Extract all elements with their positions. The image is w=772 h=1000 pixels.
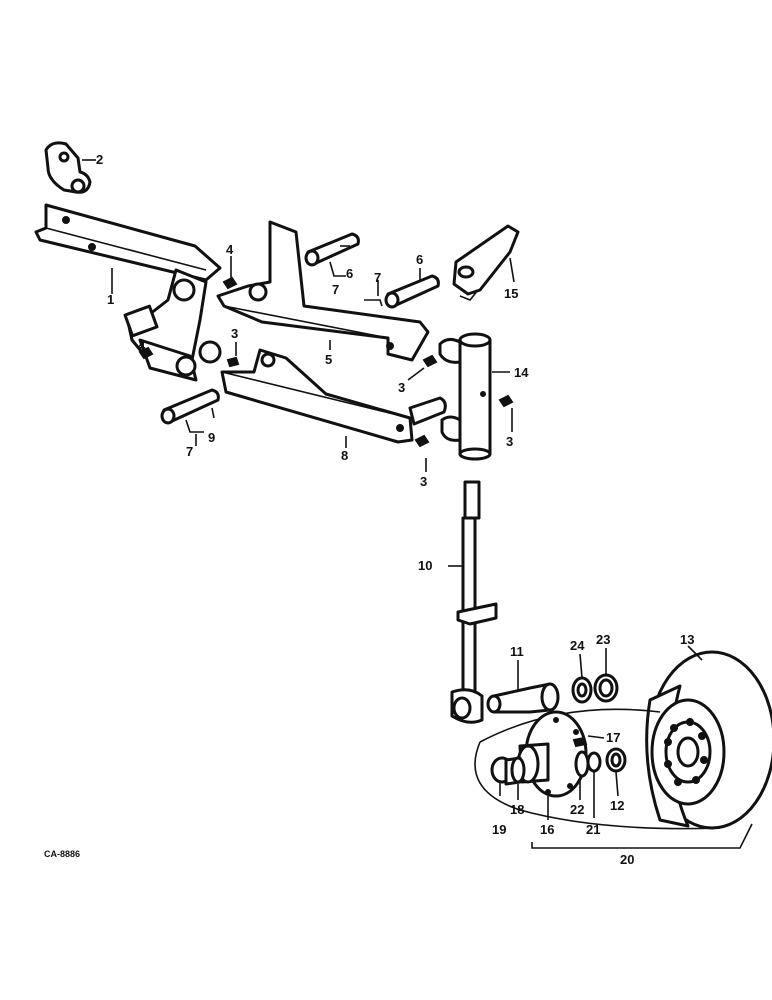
part-3-bolt (226, 354, 514, 448)
callout-labels: 2 1 4 4 6 6 7 7 7 15 3 3 3 3 5 14 9 8 10… (44, 152, 694, 867)
part-17-bolt (572, 736, 588, 748)
part-13-wheel (474, 650, 772, 830)
callout-4: 4 (138, 338, 146, 353)
part-16-hub (516, 710, 588, 798)
part-22-bearing (574, 750, 590, 778)
callout-20: 20 (620, 852, 634, 867)
part-9-pin (160, 388, 220, 425)
part-24-washer (571, 676, 593, 704)
callout-24: 24 (570, 638, 585, 653)
part-4-bolt (138, 276, 238, 360)
part-5-upper-link (216, 220, 430, 362)
callout-7: 7 (186, 444, 193, 459)
figure-code: CA-8886 (44, 849, 80, 859)
leader-lines (82, 159, 753, 849)
callout-6: 6 (416, 252, 423, 267)
callout-13: 13 (680, 632, 694, 647)
callout-2: 2 (96, 152, 103, 167)
callout-5: 5 (325, 352, 332, 367)
callout-16: 16 (540, 822, 554, 837)
part-1-frame (34, 203, 222, 382)
part-12-nut (605, 747, 627, 773)
callout-18: 18 (510, 802, 524, 817)
callout-7: 7 (332, 282, 339, 297)
callout-6: 6 (346, 266, 353, 281)
callout-3: 3 (398, 380, 405, 395)
part-8-lower-link (220, 348, 447, 444)
callout-3: 3 (420, 474, 427, 489)
callout-8: 8 (341, 448, 348, 463)
callout-22: 22 (570, 802, 584, 817)
callout-19: 19 (492, 822, 506, 837)
part-15-caster-bracket (452, 224, 520, 301)
part-18-seal (504, 756, 526, 786)
callout-21: 21 (586, 822, 600, 837)
part-14-caster-tube (438, 332, 492, 461)
part-7-clip (185, 261, 383, 433)
part-21-washer (586, 751, 602, 773)
callout-1: 1 (107, 292, 114, 307)
callout-14: 14 (514, 365, 529, 380)
callout-12: 12 (610, 798, 624, 813)
callout-17: 17 (606, 730, 620, 745)
callout-15: 15 (504, 286, 518, 301)
callout-9: 9 (208, 430, 215, 445)
callout-4: 4 (226, 242, 234, 257)
callout-11: 11 (510, 644, 524, 659)
part-2-bracket (44, 141, 92, 194)
callout-3: 3 (231, 326, 238, 341)
callout-3: 3 (506, 434, 513, 449)
callout-10: 10 (418, 558, 432, 573)
part-11-axle (486, 682, 560, 714)
callout-23: 23 (596, 632, 610, 647)
part-23-washer (593, 673, 619, 703)
part-6-pin (304, 232, 440, 309)
part-10-caster-spindle (450, 480, 498, 724)
callout-7: 7 (374, 270, 381, 285)
